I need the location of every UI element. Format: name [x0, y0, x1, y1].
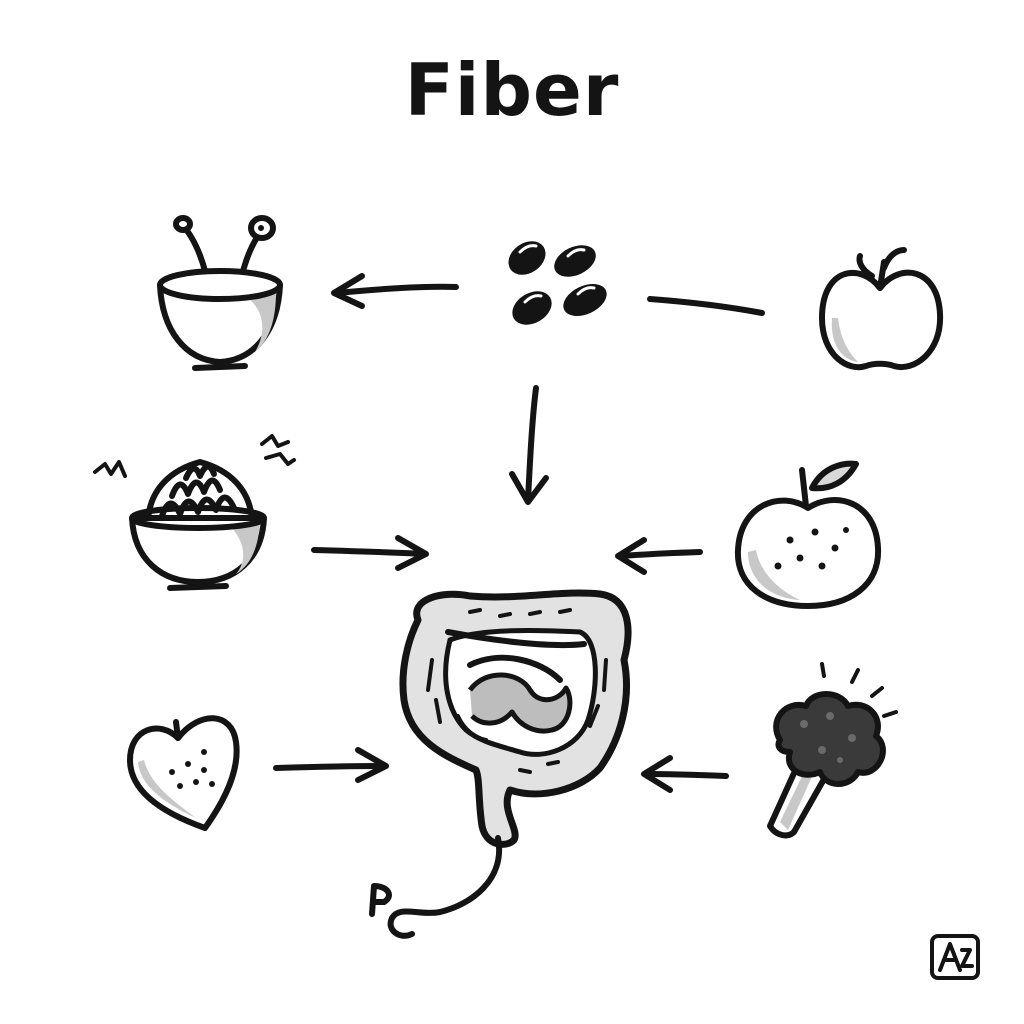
beans-icon [508, 241, 607, 325]
arrow-strawberry-to-intestine [273, 747, 389, 783]
arrow-beans-to-intestine [509, 385, 549, 505]
arrow-fruit-to-intestine [615, 537, 703, 575]
strawberry-icon [127, 715, 240, 831]
line-apple-to-beans [647, 296, 765, 316]
arrow-grain-to-intestine [311, 535, 429, 571]
broccoli-icon [767, 662, 898, 839]
artist-signature-stamp [930, 934, 980, 980]
diagram-title: Fiber [404, 48, 620, 132]
arrow-beans-to-bowl [331, 273, 459, 309]
arrow-broccoli-to-intestine [641, 755, 729, 793]
apple-icon [819, 247, 944, 371]
bowl-with-spoons-icon [157, 215, 283, 371]
fruit-icon [734, 460, 882, 609]
intestine-icon [369, 589, 632, 939]
grain-bowl-icon [93, 434, 296, 591]
